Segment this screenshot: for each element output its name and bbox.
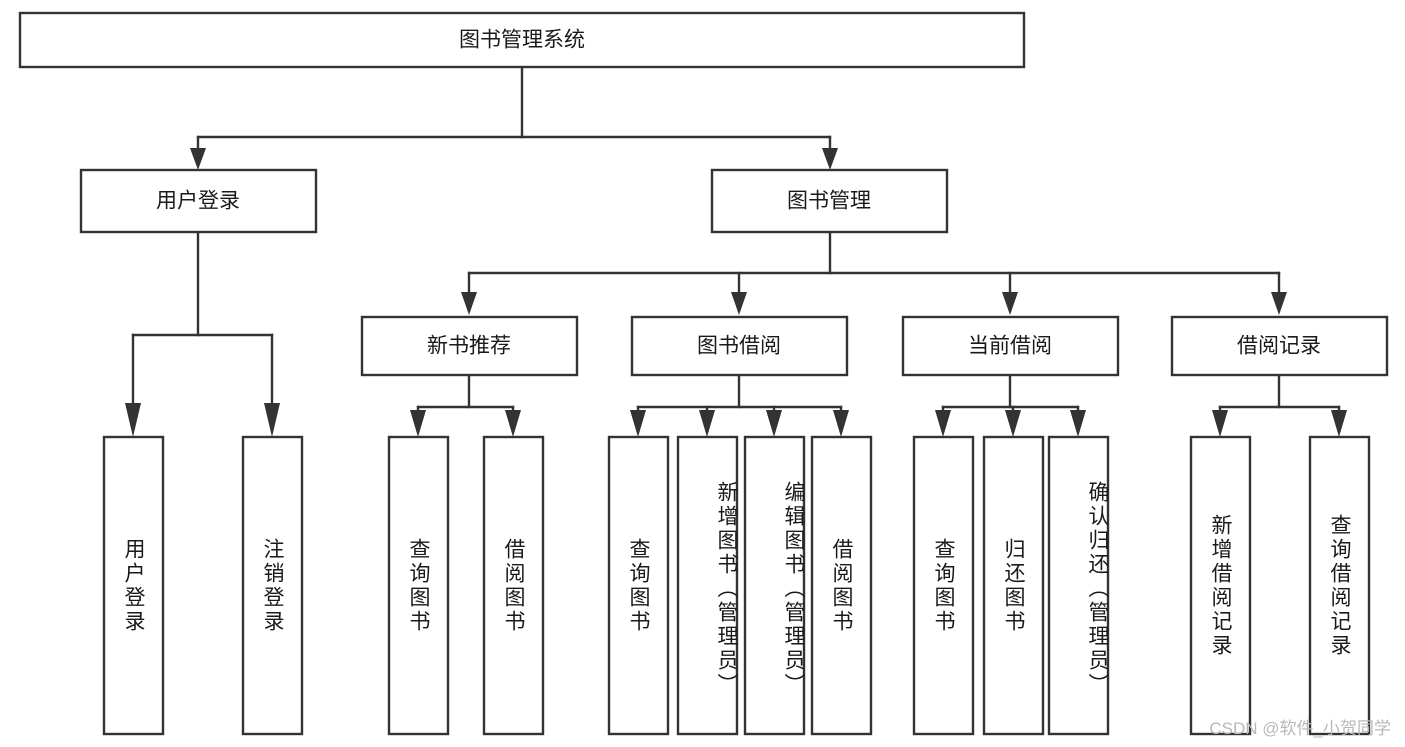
- arrow-to-book-management: [822, 148, 838, 170]
- node-new-book-recommend-label: 新书推荐: [427, 335, 511, 358]
- arrow-to-current-borrow: [1002, 292, 1018, 315]
- arrow-to-leaf-query-record: [1331, 410, 1347, 437]
- arrow-to-leaf-borrow-book-2: [833, 410, 849, 437]
- node-leaf-logout[interactable]: [241, 435, 304, 736]
- arrow-to-borrow-record: [1271, 292, 1287, 315]
- node-title-label: 图书管理系统: [459, 29, 585, 52]
- node-current-borrow-label: 当前借阅: [968, 335, 1052, 358]
- node-leaf-add-record[interactable]: [1189, 435, 1252, 736]
- node-book-borrow[interactable]: [630, 315, 849, 377]
- arrow-to-leaf-add-record: [1212, 410, 1228, 437]
- arrow-to-leaf-confirm-return: [1070, 410, 1086, 437]
- node-leaf-query-book-1[interactable]: [387, 435, 450, 736]
- node-leaf-confirm-return[interactable]: [1047, 435, 1110, 736]
- node-leaf-user-login[interactable]: [102, 435, 165, 736]
- node-book-management[interactable]: [710, 168, 949, 234]
- node-user-login[interactable]: [79, 168, 318, 234]
- node-borrow-record[interactable]: [1170, 315, 1389, 377]
- node-book-borrow-label: 图书借阅: [697, 335, 781, 358]
- node-borrow-record-label: 借阅记录: [1237, 335, 1321, 358]
- arrow-to-leaf-query-book-1: [410, 410, 426, 437]
- arrow-to-book-borrow: [731, 292, 747, 315]
- node-leaf-return-book[interactable]: [982, 435, 1045, 736]
- node-leaf-borrow-book-1[interactable]: [482, 435, 545, 736]
- node-leaf-borrow-book-2[interactable]: [810, 435, 873, 736]
- node-layer: 图书管理系统 用户登录 图书管理 新书推荐 图书借阅 当前借阅 借阅记录: [18, 11, 1389, 736]
- arrow-to-leaf-query-book-3: [935, 410, 951, 437]
- node-leaf-edit-book[interactable]: [743, 435, 806, 736]
- node-current-borrow[interactable]: [901, 315, 1120, 377]
- arrow-to-leaf-edit-book: [766, 410, 782, 437]
- node-title-box[interactable]: [18, 11, 1026, 69]
- node-book-management-label: 图书管理: [787, 190, 871, 213]
- node-user-login-label: 用户登录: [156, 190, 240, 213]
- arrow-to-leaf-logout: [264, 403, 280, 437]
- node-leaf-query-book-2[interactable]: [607, 435, 670, 736]
- node-leaf-query-book-3[interactable]: [912, 435, 975, 736]
- node-leaf-add-book[interactable]: [676, 435, 739, 736]
- node-new-book-recommend[interactable]: [360, 315, 579, 377]
- node-leaf-query-record[interactable]: [1308, 435, 1371, 736]
- arrow-to-leaf-add-book: [699, 410, 715, 437]
- arrow-to-leaf-borrow-book-1: [505, 410, 521, 437]
- arrow-to-leaf-return-book: [1005, 410, 1021, 437]
- arrow-to-new-book-recommend: [461, 292, 477, 315]
- connector-layer: [125, 65, 1347, 437]
- arrow-to-leaf-user-login: [125, 403, 141, 437]
- csdn-watermark: CSDN @软件_小贺同学: [1209, 719, 1391, 738]
- arrow-to-user-login: [190, 148, 206, 170]
- arrow-to-leaf-query-book-2: [630, 410, 646, 437]
